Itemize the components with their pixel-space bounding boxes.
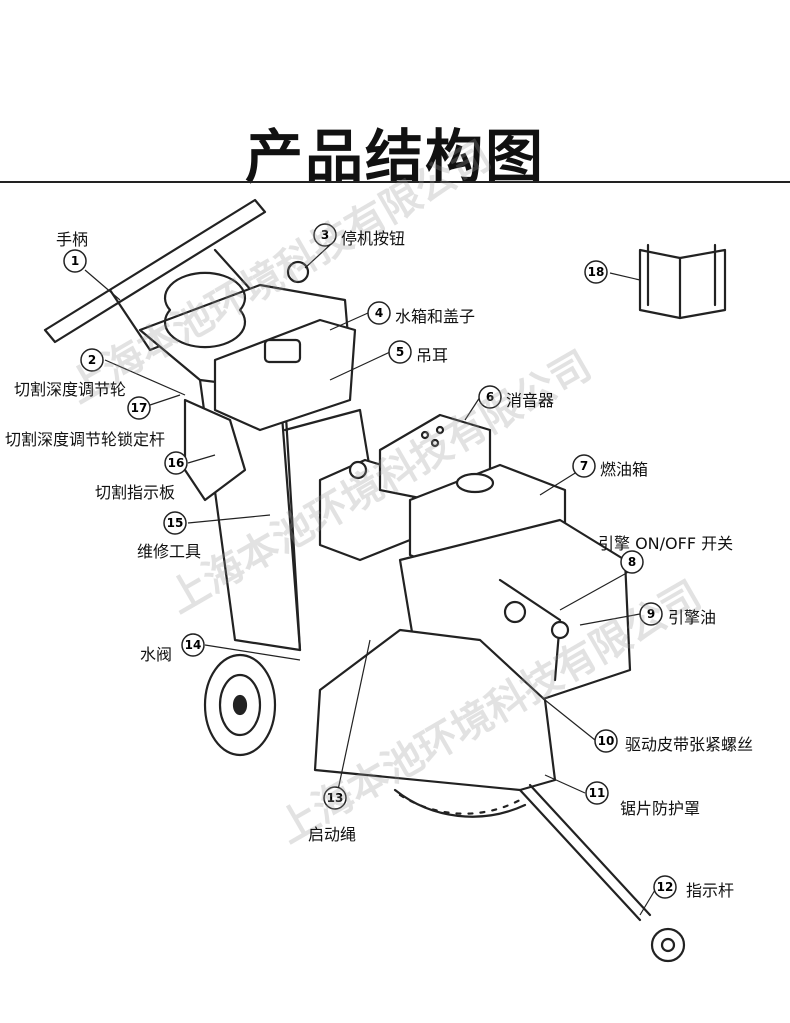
svg-text:8: 8: [628, 555, 636, 569]
water-tank-drawing: [213, 260, 357, 432]
callout-marker-4: 4: [367, 301, 391, 325]
label-depth-wheel: 切割深度调节轮: [14, 380, 127, 399]
callout-marker-17: 17: [127, 396, 151, 420]
callout-marker-11: 11: [585, 781, 609, 805]
label-service-tools: 维修工具: [137, 542, 202, 561]
callout-marker-14: 14: [181, 633, 205, 657]
label-cutting-indicator-plate: 切割指示板: [95, 483, 176, 502]
label-water-valve: 水阀: [140, 645, 173, 664]
callout-marker-8: 8: [620, 550, 644, 574]
svg-text:1: 1: [71, 254, 79, 268]
page-title: 产品结构图: [244, 123, 545, 191]
svg-text:15: 15: [167, 516, 184, 530]
label-lifting-lug: 吊耳: [416, 346, 449, 365]
svg-text:10: 10: [598, 734, 615, 748]
callout-marker-2: 2: [80, 348, 104, 372]
svg-text:9: 9: [647, 607, 655, 621]
wheel-drawing: [203, 653, 277, 757]
manual-book-icon: [638, 243, 727, 320]
label-starter-rope: 启动绳: [308, 825, 357, 844]
svg-text:5: 5: [396, 345, 404, 359]
callout-marker-16: 16: [164, 451, 188, 475]
indicator-rod-drawing: [518, 783, 686, 963]
callout-marker-6: 6: [478, 385, 502, 409]
callout-marker-5: 5: [388, 340, 412, 364]
svg-text:14: 14: [185, 638, 202, 652]
callout-marker-12: 12: [653, 875, 677, 899]
svg-text:13: 13: [327, 791, 344, 805]
callout-marker-7: 7: [572, 454, 596, 478]
callout-marker-10: 10: [594, 729, 618, 753]
label-engine-switch: 引擎 ON/OFF 开关: [598, 534, 734, 553]
label-belt-tension-screw: 驱动皮带张紧螺丝: [625, 735, 754, 754]
svg-text:17: 17: [131, 401, 148, 415]
svg-text:7: 7: [580, 459, 588, 473]
label-fuel-tank: 燃油箱: [600, 460, 649, 479]
label-water-tank: 水箱和盖子: [395, 307, 476, 326]
svg-text:18: 18: [588, 265, 605, 279]
callout-marker-1: 1: [63, 249, 87, 273]
label-depth-wheel-lock: 切割深度调节轮锁定杆: [5, 430, 166, 449]
svg-text:16: 16: [168, 456, 185, 470]
svg-text:6: 6: [486, 390, 494, 404]
callout-marker-3: 3: [313, 223, 337, 247]
callout-marker-9: 9: [639, 602, 663, 626]
svg-text:4: 4: [375, 306, 383, 320]
label-handle: 手柄: [56, 230, 89, 249]
svg-text:3: 3: [321, 228, 329, 242]
callout-marker-13: 13: [323, 786, 347, 810]
label-engine-oil: 引擎油: [668, 608, 717, 627]
label-blade-guard: 锯片防护罩: [620, 799, 701, 818]
callout-marker-15: 15: [163, 511, 187, 535]
leader-lines: [84, 244, 656, 916]
label-indicator-rod: 指示杆: [686, 881, 735, 900]
label-stop-button: 停机按钮: [341, 229, 406, 248]
svg-text:11: 11: [589, 786, 606, 800]
svg-text:2: 2: [88, 353, 96, 367]
callout-marker-18: 18: [584, 260, 608, 284]
title-divider: [0, 181, 790, 183]
blade-guard-drawing: [313, 628, 557, 818]
callout-markers: 1 2 3 4 5 6 7 8 9 10 11 12 13 14 15 16 1…: [63, 223, 677, 899]
label-muffler: 消音器: [506, 391, 555, 410]
svg-text:12: 12: [657, 880, 674, 894]
